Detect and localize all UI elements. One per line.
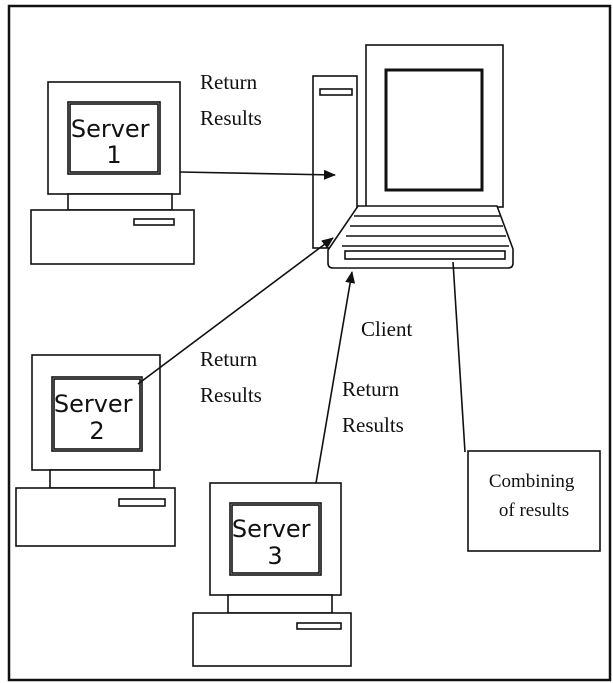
client-monitor: [365, 44, 504, 208]
return-results-label-1: Return Results: [200, 70, 262, 130]
combining-label: Combining of results: [489, 471, 579, 521]
arrow-server1-to-client: [179, 169, 336, 180]
return-results-label-3: Return Results: [342, 377, 404, 437]
diagram-frame: [7, 4, 612, 682]
server-1-label: Server 1: [71, 115, 157, 169]
server-2-computer: Server 2: [15, 354, 176, 547]
client-keyboard: [327, 205, 514, 269]
client-computer: [312, 44, 514, 269]
combining-connector: [452, 261, 466, 453]
client-label: Client: [361, 317, 412, 341]
server-3-label: Server 3: [232, 515, 318, 570]
arrow-server3-to-client: [315, 271, 356, 484]
combining-box: [467, 450, 601, 552]
server-2-label: Server 2: [54, 390, 140, 445]
return-results-label-2: Return Results: [200, 347, 262, 407]
server-3-computer: Server 3: [192, 482, 352, 667]
arrow-server2-to-client: [137, 237, 334, 385]
server-1-computer: Server 1: [30, 81, 195, 265]
